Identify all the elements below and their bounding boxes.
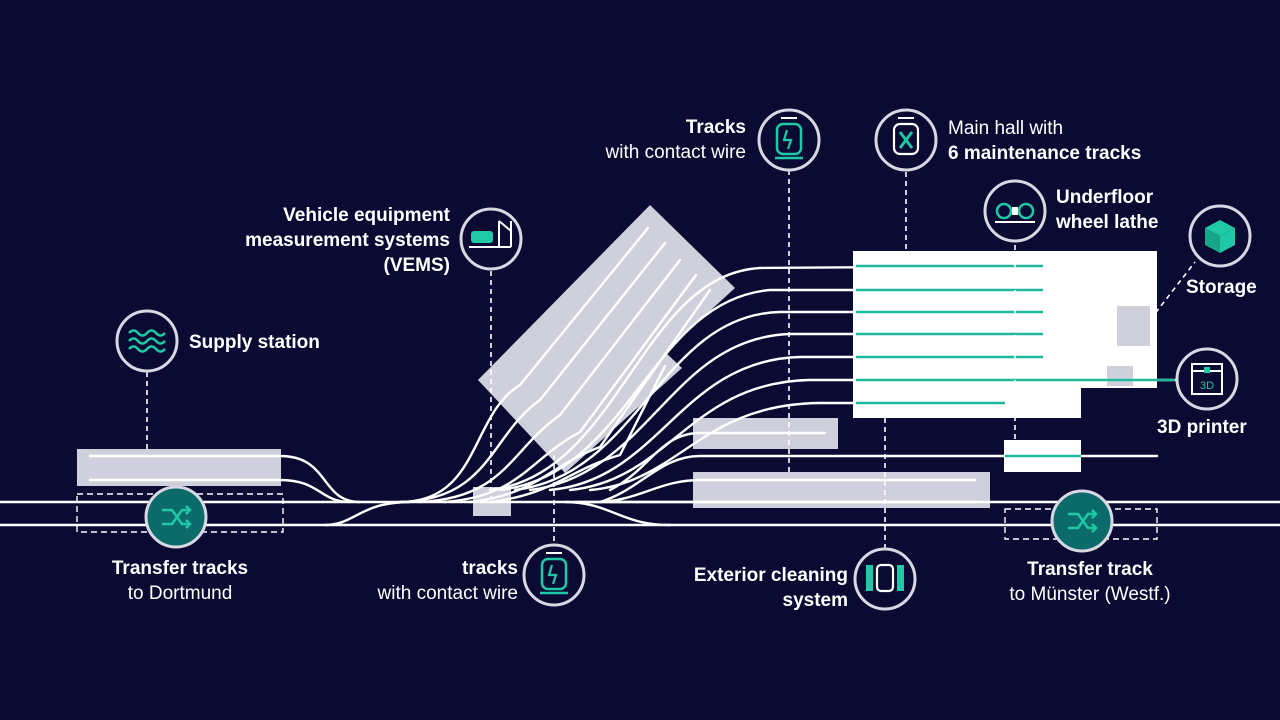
box-icon <box>1188 204 1252 268</box>
tram-pantograph-icon <box>522 543 586 607</box>
supply-track-2 <box>88 478 352 504</box>
measurement-train-icon <box>459 207 523 271</box>
hall-track-2 <box>398 241 667 504</box>
bottom-crossover <box>563 500 672 527</box>
hall-track-4 <box>443 273 698 504</box>
3d-printer-icon <box>1175 347 1239 411</box>
maintenance-tools-icon <box>874 108 938 172</box>
wheel-lathe-icon <box>983 179 1047 243</box>
tram-pantograph-icon <box>757 108 821 172</box>
tracks <box>0 226 1280 527</box>
transfer-muenster-label: Transfer track to Münster (Westf.) <box>1009 559 1171 605</box>
maint-track-4 <box>528 332 1045 492</box>
cleaning-track-1 <box>598 478 977 504</box>
hall-track-6 <box>488 364 667 504</box>
3d-badge: 3D <box>1200 380 1214 392</box>
supply-exit <box>323 500 412 527</box>
shed-track <box>608 431 827 492</box>
transfer-dortmund-label: Transfer tracks to Dortmund <box>111 558 249 604</box>
storage-room <box>1117 306 1150 346</box>
tracks-contact-wire-top-label: Tracks with contact wire <box>605 117 746 163</box>
hall-track-3 <box>418 258 682 504</box>
maint-track-1 <box>488 264 1045 492</box>
main-hall-label: Main hall with 6 maintenance tracks <box>948 118 1142 164</box>
maint-track-3 <box>513 310 1045 492</box>
maint-track-5 <box>548 355 1045 492</box>
hall-track-1 <box>398 226 650 504</box>
printer-room <box>1107 366 1133 386</box>
train-wash-icon <box>853 547 917 611</box>
shuffle-icon <box>1050 489 1114 553</box>
lathe-track <box>598 454 1159 504</box>
maint-track-6 <box>568 378 1177 492</box>
exterior-cleaning-label: Exterior cleaning system <box>693 565 848 611</box>
connectors <box>146 170 1196 548</box>
underfloor-label: Underfloor wheel lathe <box>1056 187 1159 233</box>
supply-station-label: Supply station <box>189 332 320 353</box>
shuffle-icon <box>144 485 208 549</box>
storage-label: Storage <box>1186 277 1257 298</box>
waves-icon <box>115 309 179 373</box>
vems-label: Vehicle equipment measurement systems (V… <box>245 205 450 276</box>
supply-track-1 <box>88 454 362 504</box>
3d-printer-label: 3D printer <box>1157 417 1247 438</box>
maint-track-2 <box>498 288 1045 492</box>
tracks-contact-wire-bottom-label: tracks with contact wire <box>377 558 518 604</box>
